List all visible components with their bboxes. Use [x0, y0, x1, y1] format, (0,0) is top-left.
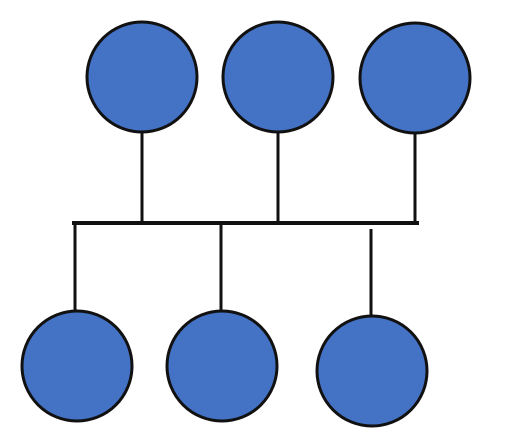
bottom-node-3	[315, 314, 429, 428]
top-node-2	[221, 20, 335, 134]
bottom-node-2	[165, 309, 279, 423]
bottom-node-1	[20, 309, 134, 423]
top-node-3	[358, 21, 472, 135]
top-node-1	[85, 20, 199, 134]
